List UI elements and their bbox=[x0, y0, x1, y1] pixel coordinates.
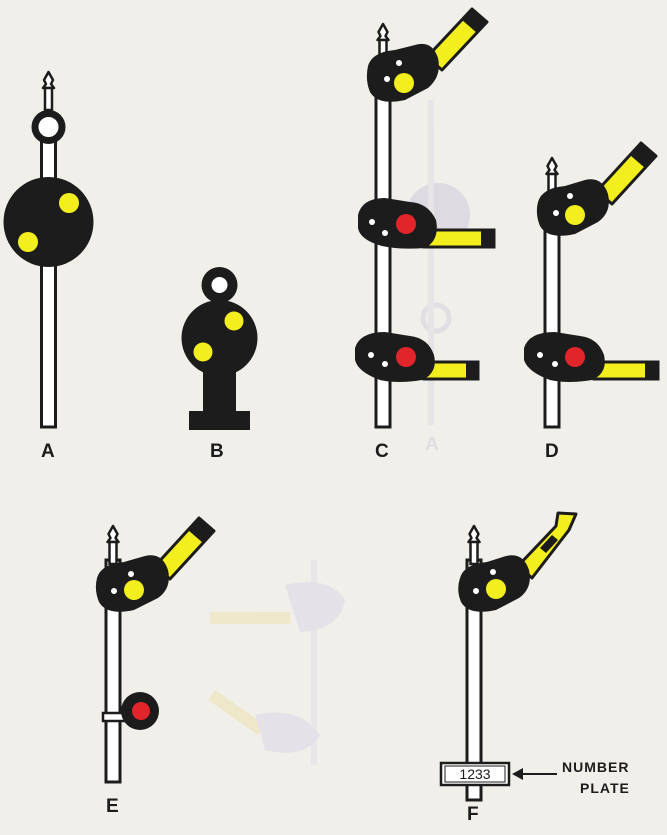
signal-a-lens-upper bbox=[59, 193, 79, 213]
signal-d-low-head bbox=[524, 332, 605, 382]
finial-stem bbox=[45, 88, 52, 110]
label-b: B bbox=[210, 441, 224, 462]
signal-d-low-arm-band bbox=[645, 362, 658, 379]
signal-c-top-dot-1 bbox=[396, 60, 402, 66]
signal-c-low-lens bbox=[396, 347, 416, 367]
signal-c-top-dot-2 bbox=[384, 76, 390, 82]
signal-b-ring-hole bbox=[212, 277, 228, 293]
ghost-head-lower bbox=[255, 713, 320, 753]
signal-c-top-lens bbox=[394, 73, 414, 93]
signal-d-low-dot-2 bbox=[552, 361, 558, 367]
ghost-arm-lower bbox=[208, 690, 265, 735]
signal-c-mid-dot-2 bbox=[382, 230, 388, 236]
finial-icon bbox=[43, 72, 54, 88]
signal-c-low-dot-1 bbox=[368, 352, 374, 358]
signal-d-top-dot-1 bbox=[567, 193, 573, 199]
signal-a-ring bbox=[35, 114, 62, 141]
finial-stem bbox=[110, 542, 117, 564]
signal-c-mid-dot-1 bbox=[369, 219, 375, 225]
signal-c-mid-lens bbox=[396, 214, 416, 234]
number-plate-value: 1233 bbox=[459, 766, 490, 782]
signal-f-lens bbox=[486, 579, 506, 599]
ghost-head-upper bbox=[285, 582, 345, 632]
signal-b-lens-upper bbox=[225, 312, 244, 331]
label-e: E bbox=[106, 796, 119, 817]
signal-d-top-lens bbox=[565, 205, 585, 225]
signal-d-top-dot-2 bbox=[553, 210, 559, 216]
signal-a-disc bbox=[4, 177, 94, 267]
signal-d-low-dot-1 bbox=[537, 352, 543, 358]
label-d: D bbox=[545, 441, 559, 462]
signal-f: 1233 NUMBER PLATE F bbox=[441, 513, 630, 825]
signal-e: E bbox=[96, 518, 214, 817]
signal-e-disc-lens bbox=[132, 702, 150, 720]
label-a: A bbox=[41, 441, 55, 462]
signal-b-lens-lower bbox=[194, 343, 213, 362]
ghost-ring bbox=[423, 305, 449, 331]
ghost-show-through: A bbox=[208, 100, 470, 765]
number-plate-caption-1: NUMBER bbox=[562, 759, 629, 775]
signal-b-disc bbox=[182, 300, 258, 376]
signal-a-lens-lower bbox=[18, 232, 38, 252]
finial-icon bbox=[469, 526, 480, 542]
arrow-left-icon bbox=[512, 768, 523, 780]
signal-c-mid-arm-band bbox=[481, 230, 494, 247]
signal-c-low-head bbox=[355, 332, 435, 382]
label-c: C bbox=[375, 441, 389, 462]
signal-b: B bbox=[182, 267, 258, 462]
finial-icon bbox=[108, 526, 119, 542]
number-plate-caption-2: PLATE bbox=[580, 780, 630, 796]
signal-f-dot-1 bbox=[490, 569, 496, 575]
signal-c-low-dot-2 bbox=[382, 361, 388, 367]
signal-e-dot-2 bbox=[111, 588, 117, 594]
signal-c: C bbox=[355, 9, 494, 462]
finial-stem bbox=[471, 542, 478, 564]
finial-icon bbox=[547, 158, 558, 174]
signal-d-low-lens bbox=[565, 347, 585, 367]
signal-a: A bbox=[4, 72, 94, 462]
label-f: F bbox=[467, 804, 479, 825]
ghost-arm-upper bbox=[210, 612, 290, 624]
finial-icon bbox=[378, 24, 389, 40]
signal-f-dot-2 bbox=[473, 588, 479, 594]
signal-c-low-arm-band bbox=[466, 362, 478, 379]
signal-e-lens bbox=[124, 580, 144, 600]
ghost-label: A bbox=[425, 434, 439, 455]
signal-e-dot-1 bbox=[128, 571, 134, 577]
signal-d: D bbox=[524, 143, 658, 462]
signal-c-top-head bbox=[367, 44, 439, 102]
